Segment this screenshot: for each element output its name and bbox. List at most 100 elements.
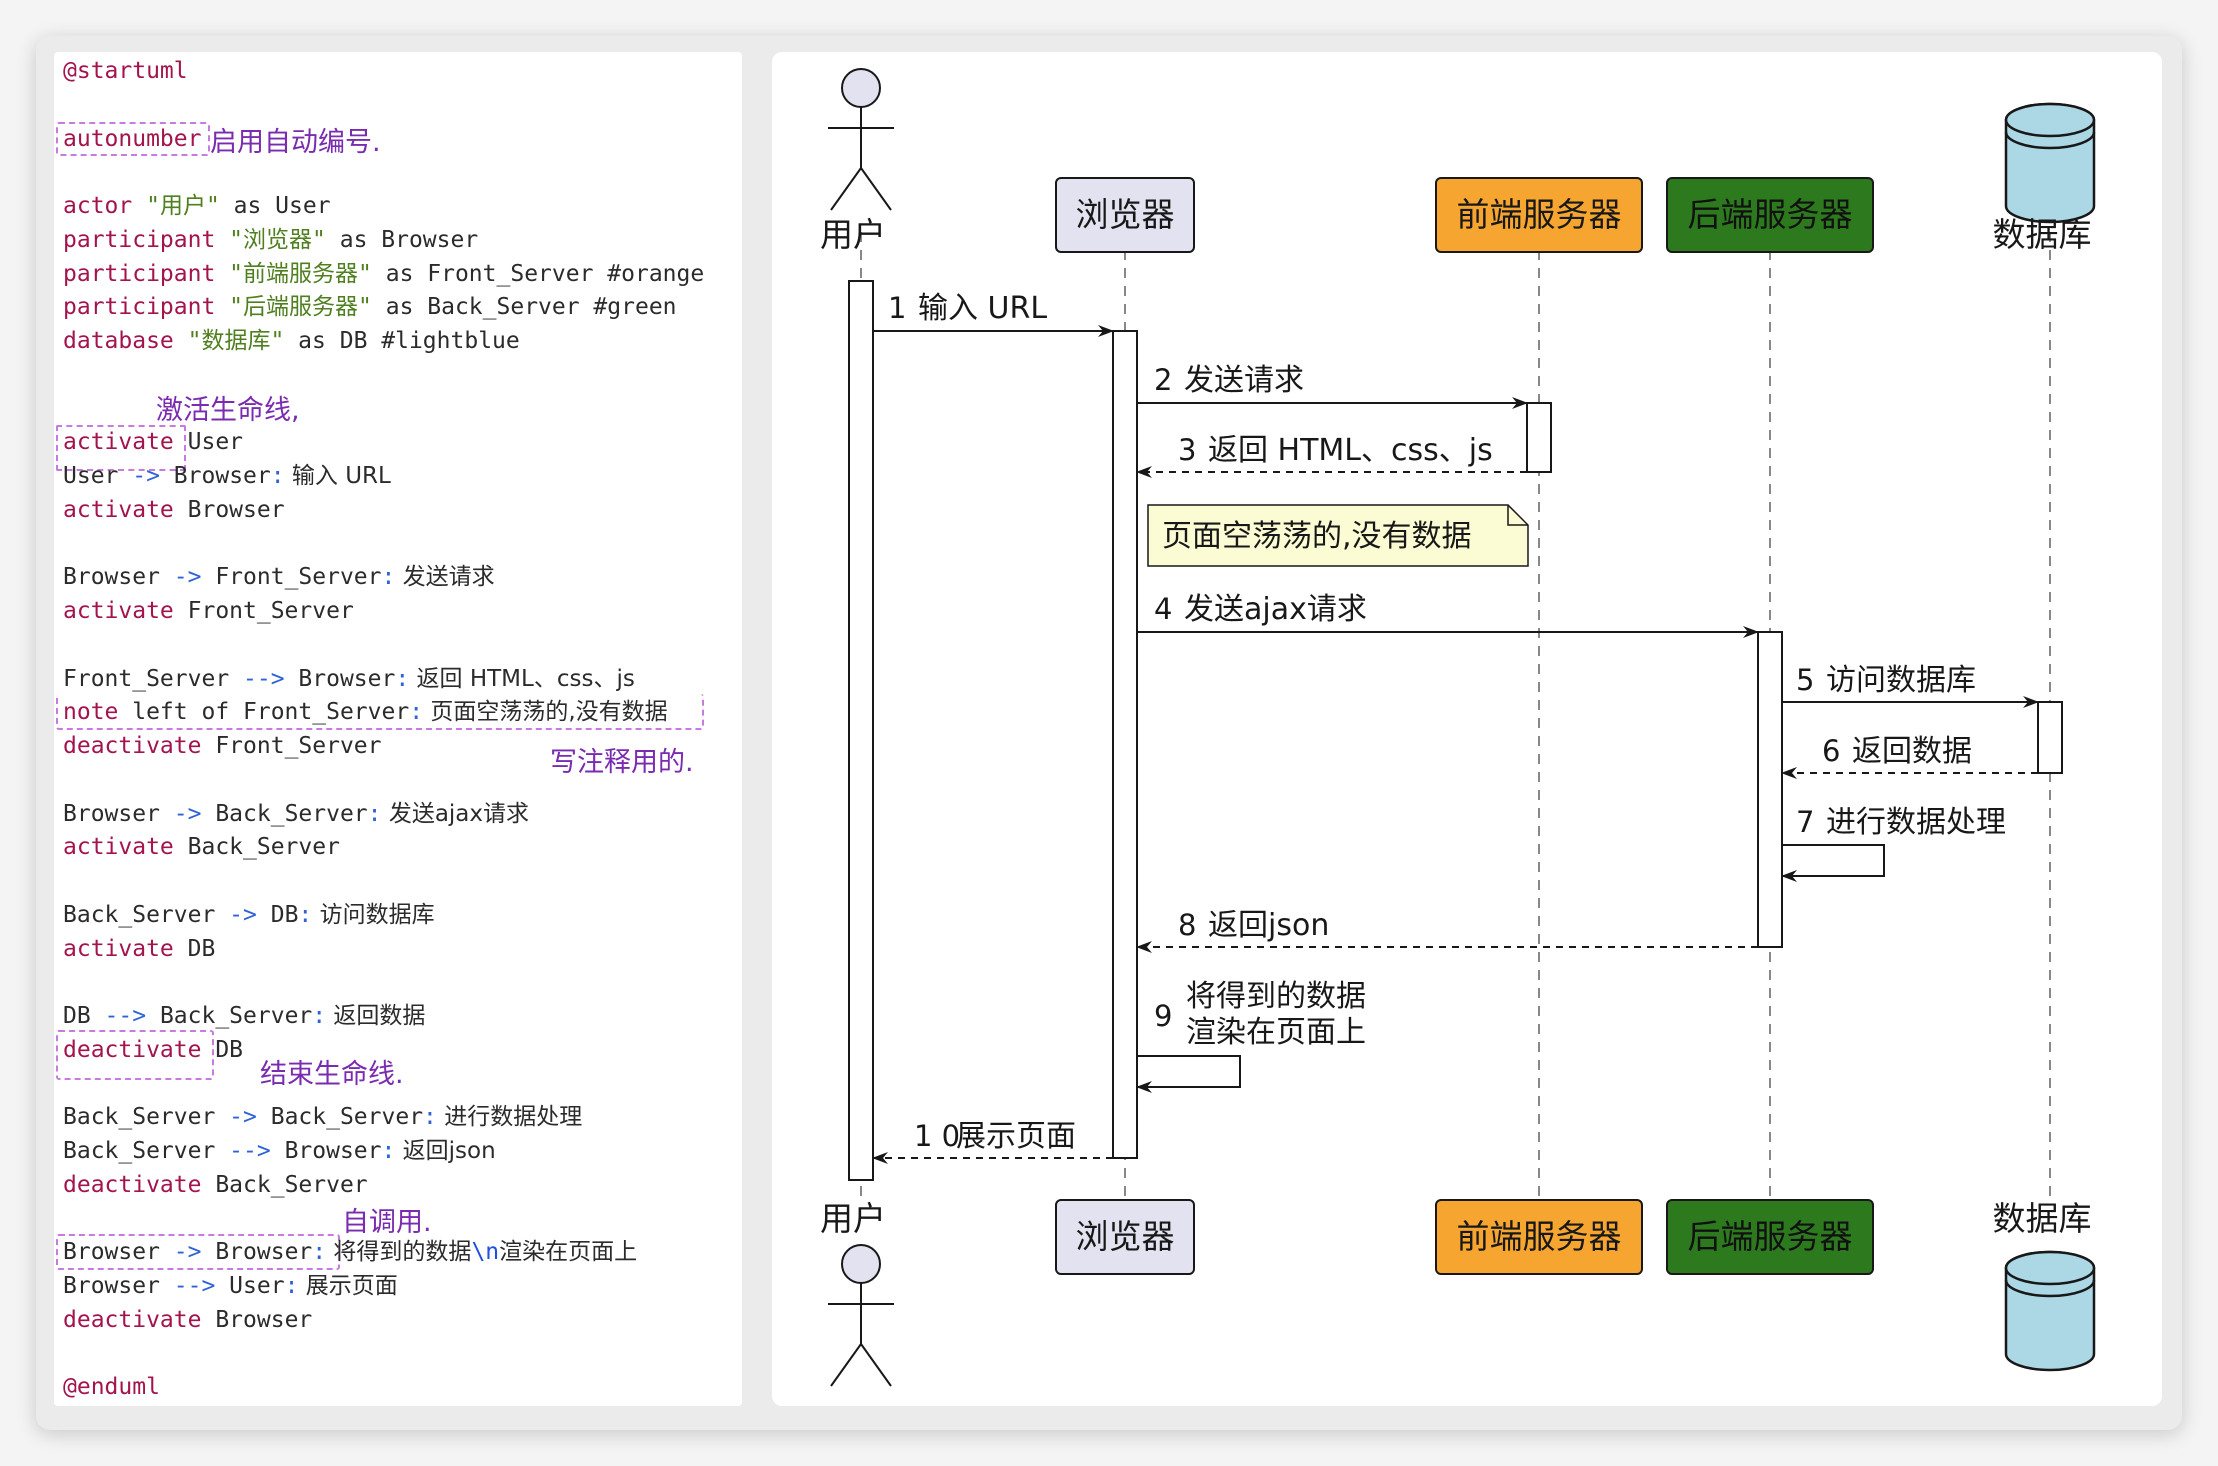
code-token: "用户" (146, 193, 220, 219)
annotation-autonumber: 启用自动编号. (210, 127, 381, 158)
code-token: Back_Server (63, 1138, 230, 1164)
code-token: "后端服务器" (229, 294, 372, 321)
code-token: database (63, 328, 188, 354)
activation-bar-user (848, 280, 874, 1181)
code-token: 输入 URL (284, 463, 391, 489)
code-token: -> (173, 800, 202, 827)
sequence-diagram-panel (772, 52, 2162, 1406)
code-token: DB (256, 901, 299, 928)
code-token: participant (63, 294, 230, 321)
code-token: 访问数据库 (312, 901, 435, 928)
message-label-7: 进行数据处理 (1826, 805, 2006, 840)
participant-label-user-bottom: 用户 (820, 1199, 886, 1238)
code-token: @startuml (63, 58, 188, 84)
code-token: Browser (270, 1138, 382, 1164)
message-label-1: 输入 URL (918, 291, 1047, 326)
message-number-3: 3 (1178, 433, 1196, 467)
code-token: as Front_Server #orange (371, 260, 705, 287)
code-token: activate (63, 429, 174, 456)
code-token: participant (63, 226, 230, 253)
code-token: autonumber (63, 125, 202, 152)
code-line: note left of Front_Server: 页面空荡荡的,没有数据 (63, 697, 668, 727)
activation-bar-back (1757, 631, 1783, 948)
code-token: : (381, 1138, 396, 1164)
annotation-activate: 激活生命线, (156, 395, 300, 426)
code-token: Browser (284, 665, 396, 692)
message-label-6: 返回数据 (1852, 734, 1972, 769)
code-token: as User (219, 193, 331, 219)
participant-label-db-bottom: 数据库 (1993, 1199, 2092, 1238)
code-line: User -> Browser: 输入 URL (63, 461, 391, 491)
code-line: @enduml (63, 1372, 160, 1402)
annotation-deactivate: 结束生命线. (260, 1059, 404, 1090)
message-label-9-line-2: 渲染在页面上 (1186, 1015, 1366, 1050)
message-arrow-9 (1136, 1055, 1241, 1093)
code-token: DB (173, 935, 216, 962)
code-token: Back_Server (201, 800, 368, 827)
code-line: autonumber (63, 124, 201, 154)
participant-label-browser-bottom: 浏览器 (1076, 1217, 1175, 1256)
code-token: DB (63, 1003, 105, 1029)
message-number-8: 8 (1178, 908, 1196, 942)
code-line: actor "用户" as User (63, 191, 331, 221)
code-token: as Browser (325, 226, 479, 253)
code-token: -> (229, 1104, 257, 1131)
code-token: 进行数据处理 (436, 1104, 583, 1131)
code-token: as Back_Server #green (371, 294, 677, 321)
code-token: note (63, 699, 119, 726)
code-line: activate Back_Server (63, 832, 340, 862)
code-token: --> (229, 1138, 271, 1164)
code-token: : (312, 1239, 327, 1266)
code-token: 页面空荡荡的,没有数据 (423, 699, 668, 726)
code-token: Browser (201, 1306, 313, 1333)
code-token: Front_Server (63, 665, 244, 692)
code-token: --> (104, 1003, 147, 1029)
code-token: deactivate (63, 1171, 202, 1198)
code-token: left of Front_Server (118, 699, 410, 726)
code-line: participant "前端服务器" as Front_Server #ora… (63, 259, 704, 289)
actor-leg-right-bottom (860, 1343, 892, 1387)
activation-bar-db (2037, 701, 2063, 774)
message-label-2: 发送请求 (1184, 363, 1304, 398)
code-token: Back_Server (63, 901, 230, 928)
message-label-10: 展示页面 (956, 1119, 1076, 1154)
actor-leg-left-top (830, 167, 862, 211)
code-token: 展示页面 (298, 1273, 398, 1299)
code-token: User (63, 463, 133, 489)
code-token: --> (173, 1273, 216, 1299)
database-top-top (2004, 102, 2096, 138)
participant-box-front-top (1435, 177, 1643, 253)
annotation-self-call: 自调用. (342, 1207, 432, 1238)
code-line: Browser --> User: 展示页面 (63, 1271, 398, 1301)
message-number-10: 1 0 (914, 1119, 960, 1153)
code-token: "浏览器" (229, 226, 326, 253)
code-token: Browser (159, 463, 271, 489)
code-line: deactivate Front_Server (63, 731, 382, 761)
message-number-4: 4 (1154, 592, 1172, 626)
code-token: Front_Server (173, 598, 354, 624)
message-label-9-line-1: 将得到的数据 (1186, 979, 1366, 1014)
message-arrow-7 (1781, 844, 1885, 882)
code-token: "前端服务器" (229, 260, 372, 287)
code-token: 返回 HTML、css、js (409, 665, 635, 692)
actor-leg-left-bottom (830, 1343, 862, 1387)
code-token: activate (63, 496, 174, 523)
code-token: : (312, 1003, 327, 1029)
code-token: Browser (63, 800, 174, 827)
participant-label-back-top: 后端服务器 (1688, 195, 1853, 234)
code-line: deactivate Back_Server (63, 1170, 368, 1200)
code-token: Back_Server (201, 1171, 368, 1198)
participant-box-browser-bottom (1055, 1199, 1195, 1275)
message-number-6: 6 (1822, 734, 1840, 768)
code-line: Browser -> Front_Server: 发送请求 (63, 562, 495, 592)
code-token: DB (201, 1036, 244, 1063)
code-line: Back_Server -> Back_Server: 进行数据处理 (63, 1102, 582, 1132)
participant-label-front-top: 前端服务器 (1457, 195, 1622, 234)
code-token: Front_Server (201, 564, 382, 591)
code-token: \n (471, 1239, 500, 1266)
code-token: deactivate (63, 733, 202, 759)
code-line: activate Browser (63, 495, 285, 525)
code-token: 将得到的数据 (326, 1239, 472, 1266)
message-label-3: 返回 HTML、css、js (1208, 433, 1493, 468)
